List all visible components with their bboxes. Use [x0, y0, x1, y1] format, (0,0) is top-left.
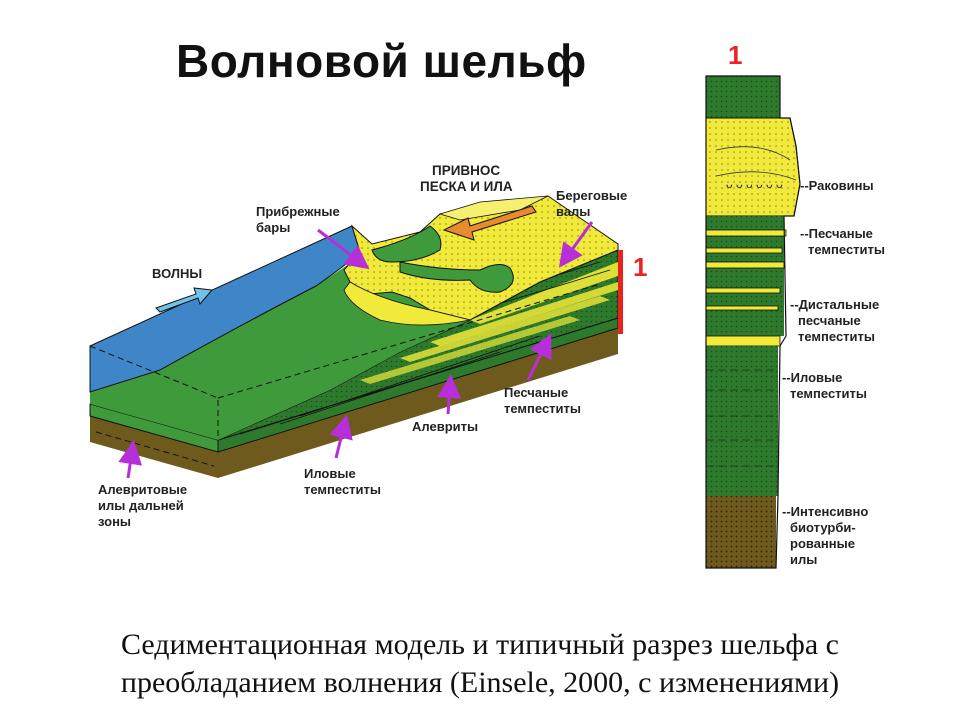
distal-mud-label-3: зоны [98, 514, 131, 529]
section-marker [618, 250, 623, 334]
mud-tempestites-pointer [329, 414, 353, 459]
svg-text:ᴗ ᴗ ᴗ ᴗ ᴗ ᴗ: ᴗ ᴗ ᴗ ᴗ ᴗ ᴗ [726, 177, 783, 191]
caption-line-2: преобладанием волнения (Einsele, 2000, с… [120, 666, 840, 699]
lagoon [371, 225, 442, 263]
distal-mud-label-1: Алевритовые [98, 482, 187, 497]
distal-mud-label-2: илы дальней [98, 498, 184, 513]
column-mud-temp-1: --Иловые [782, 370, 842, 385]
supply-label-1: ПРИВНОС [432, 163, 500, 178]
column-mud-temp-2: темпеститы [790, 386, 867, 401]
sediment-supply-arrow [442, 205, 537, 241]
ridges-label-2: валы [556, 204, 590, 219]
sand-tempestites-label-1: Песчаные [504, 385, 568, 400]
column-sand-temp-1: --Песчаные [800, 226, 873, 241]
supply-label-2: ПЕСКА И ИЛА [420, 179, 513, 194]
mud-tempestites-label-2: темпеститы [304, 482, 381, 497]
silts-pointer [437, 374, 462, 415]
column-mark-label: 1 [728, 40, 742, 70]
shells-label: --Раковины [800, 178, 874, 193]
sand-tempestites-pointer [526, 333, 552, 381]
stratigraphic-column: ᴗ ᴗ ᴗ ᴗ ᴗ ᴗ [705, 75, 801, 569]
bars-pointer [317, 228, 370, 270]
distal-mud-pointer [118, 440, 143, 479]
column-distal-1: --Дистальные [790, 297, 879, 312]
section-marker-label: 1 [633, 252, 647, 282]
figure-caption: Седиментационная модель и типичный разре… [0, 626, 960, 702]
column-bio-4: илы [790, 552, 817, 567]
waves-arrow [155, 287, 213, 313]
slide-title: Волновой шельф [176, 35, 587, 87]
waves-label: ВОЛНЫ [152, 266, 202, 281]
silts-label: Алевриты [412, 419, 478, 434]
column-distal-3: темпеститы [798, 329, 875, 344]
distal-mud-layer [90, 416, 218, 478]
bars-label-1: Прибрежные [256, 204, 340, 219]
sand-tempestites-label-2: темпеститы [504, 401, 581, 416]
ridges-label-1: Береговые [556, 188, 627, 203]
caption-line-1: Седиментационная модель и типичный разре… [121, 628, 839, 661]
distal-mud-layer-right [218, 328, 618, 478]
column-bio-2: биотурби- [790, 520, 856, 535]
column-bio-3: рованные [790, 536, 855, 551]
column-bio-1: --Интенсивно [782, 504, 868, 519]
ridges-pointer [558, 221, 594, 268]
bars-label-2: бары [256, 220, 290, 235]
column-sand-temp-2: темпеститы [808, 242, 885, 257]
mud-tempestites-label-1: Иловые [304, 466, 356, 481]
column-distal-2: песчаные [798, 313, 861, 328]
